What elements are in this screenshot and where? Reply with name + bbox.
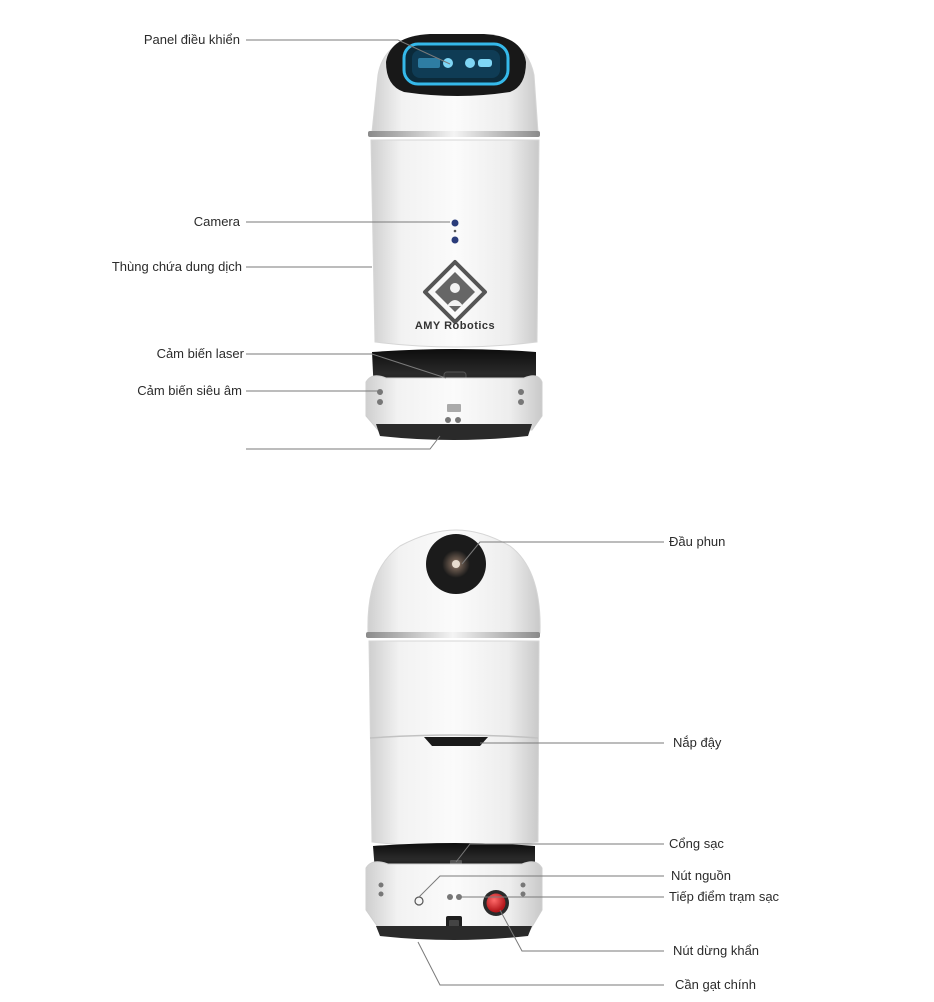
- label-camera: Camera: [193, 214, 240, 229]
- label-charging-contacts: Tiếp điểm trạm sạc: [669, 889, 780, 904]
- leader-spray-nozzle: [461, 541, 664, 565]
- amy-logo: [423, 260, 487, 324]
- ultrasonic-sensor: [377, 389, 383, 395]
- leader-main-lever: [417, 941, 664, 986]
- brand-logo-text: AMY Robotics: [415, 320, 495, 332]
- cover-lid-handle: [424, 737, 488, 746]
- label-main-lever: Cần gạt chính: [675, 977, 756, 992]
- label-ultrasonic-sensor: Cảm biến siêu âm: [137, 383, 242, 398]
- label-solution-tank: Thùng chứa dung dịch: [111, 259, 242, 274]
- robot-back-view: [365, 529, 543, 940]
- chrome-strip: [368, 131, 540, 137]
- front-base: [365, 375, 543, 431]
- leader-power-button: [418, 875, 664, 898]
- label-power-button: Nút nguồn: [671, 868, 731, 883]
- label-laser-sensor: Cảm biến laser: [156, 346, 244, 361]
- leader-emergency-stop: [499, 909, 664, 952]
- camera-lens: [451, 236, 459, 244]
- chrome-strip: [366, 632, 540, 638]
- robot-front-view: AMY Robotics: [365, 34, 543, 440]
- screen-icon: [478, 59, 492, 67]
- back-bumper: [376, 926, 532, 940]
- ultrasonic-sensor: [518, 389, 524, 395]
- label-charging-port: Cổng sạc: [669, 836, 724, 851]
- screen-icon: [465, 58, 475, 68]
- label-cover-lid: Nắp đậy: [673, 735, 722, 750]
- label-control-panel: Panel điều khiển: [143, 32, 240, 47]
- leader-lines: [246, 39, 664, 986]
- label-emergency-stop: Nút dừng khẩn: [673, 943, 760, 958]
- cover-lid-seam: [369, 734, 539, 739]
- ultrasonic-sensor: [377, 399, 383, 405]
- ultrasonic-sensor: [518, 399, 524, 405]
- leader-charging-port: [455, 843, 664, 863]
- label-spray-nozzle: Đầu phun: [669, 534, 726, 549]
- leader-bottom: [246, 435, 441, 450]
- front-bumper: [376, 424, 532, 440]
- camera-lens: [451, 219, 459, 227]
- leader-laser-sensor: [246, 353, 447, 379]
- screen-icon: [418, 58, 440, 68]
- leader-control-panel: [246, 39, 451, 65]
- charging-contact: [447, 894, 453, 900]
